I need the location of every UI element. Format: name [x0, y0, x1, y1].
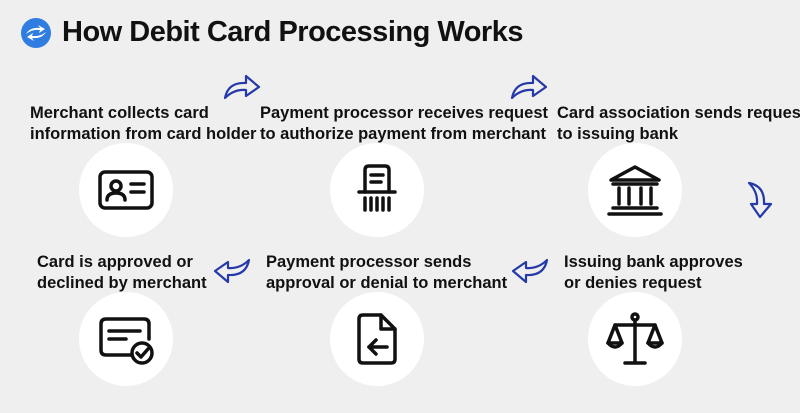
document-return-icon	[357, 313, 397, 365]
step-5-circle	[330, 292, 424, 386]
step-2-circle	[330, 143, 424, 237]
arrow-circle-logo-icon	[21, 17, 51, 48]
step-3-label: Card association sends request to issuin…	[557, 104, 800, 143]
step-6-circle	[79, 292, 173, 386]
step-3-circle	[588, 143, 682, 237]
bank-icon	[607, 165, 663, 216]
step-6-label: Card is approved or declined by merchant	[37, 253, 207, 292]
page-title: How Debit Card Processing Works	[62, 16, 523, 48]
approved-card-icon	[99, 317, 154, 365]
step-4-label: Issuing bank approves or denies request	[564, 253, 743, 292]
arrow-left-1-icon	[510, 256, 550, 286]
arrow-down-icon	[745, 180, 775, 220]
id-card-icon	[98, 170, 154, 210]
step-5-label: Payment processor sends approval or deni…	[266, 253, 508, 292]
arrow-right-2-icon	[509, 72, 549, 102]
step-4-circle	[588, 292, 682, 386]
step-2-label: Payment processor receives request to au…	[260, 104, 548, 143]
receipt-printer-icon	[357, 164, 397, 212]
step-1-label: Merchant collects card information from …	[30, 104, 257, 143]
header: How Debit Card Processing Works	[20, 16, 523, 49]
step-1-circle	[79, 143, 173, 237]
scales-icon	[606, 312, 664, 365]
arrow-left-2-icon	[212, 256, 252, 286]
arrow-right-1-icon	[222, 72, 262, 102]
